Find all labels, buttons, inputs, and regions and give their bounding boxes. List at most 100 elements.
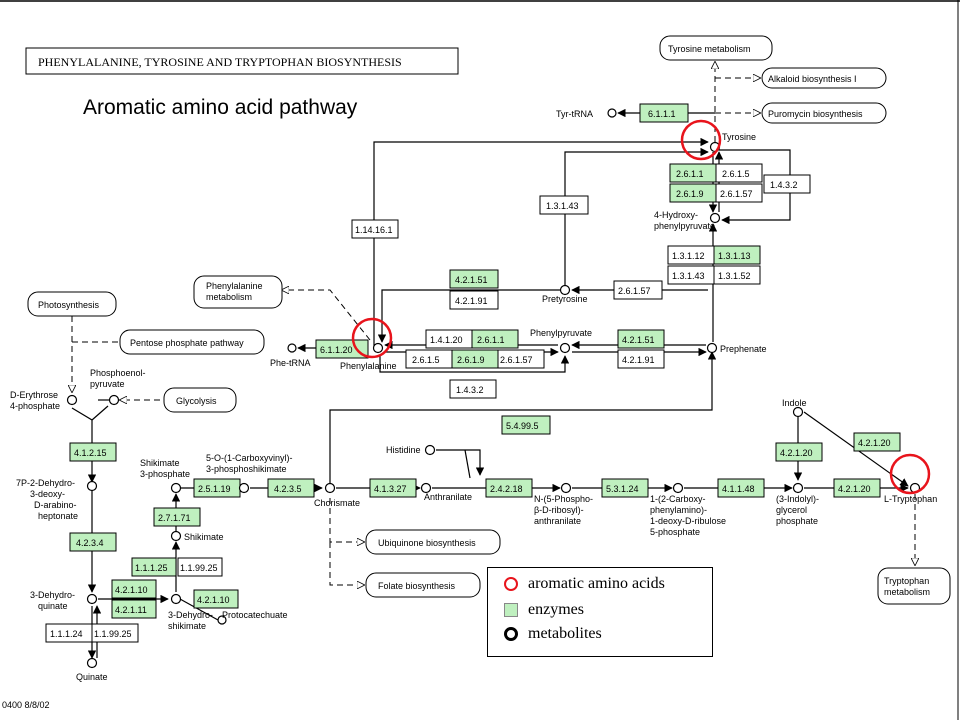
label-quinate: Quinate	[76, 672, 108, 682]
footer-date: 0400 8/8/02	[2, 700, 50, 710]
map-ubiquinone[interactable]: Ubiquinone biosynthesis	[378, 538, 476, 548]
map-trp-metabolism-2[interactable]: metabolism	[884, 587, 930, 597]
label-igp-3: phosphate	[776, 516, 818, 526]
title-box	[25, 47, 459, 75]
enzyme-6.1.1.20[interactable]: 6.1.1.20	[320, 345, 353, 355]
map-phe-metabolism-1[interactable]: Phenylalanine	[206, 281, 263, 291]
legend-row-metabolites: metabolites	[504, 624, 602, 644]
enzyme-2.6.1.5b[interactable]: 2.6.1.5	[412, 355, 440, 365]
enzyme-1.1.99.25b[interactable]: 1.1.99.25	[94, 629, 132, 639]
enzyme-4.1.3.27[interactable]: 4.1.3.27	[374, 484, 407, 494]
map-photosynthesis[interactable]: Photosynthesis	[38, 300, 100, 310]
enzyme-4.2.1.10a[interactable]: 4.2.1.10	[115, 585, 148, 595]
enzyme-4.2.1.20a[interactable]: 4.2.1.20	[780, 448, 813, 458]
enzyme-4.2.1.20c[interactable]: 4.2.1.20	[838, 484, 871, 494]
label-pra-3: anthranilate	[534, 516, 581, 526]
label-shikimate: Shikimate	[184, 532, 224, 542]
legend-aromatic-label: aromatic amino acids	[528, 575, 665, 592]
enzyme-4.2.1.91b[interactable]: 4.2.1.91	[622, 355, 655, 365]
label-cdrp-4: 5-phosphate	[650, 527, 700, 537]
label-s3p-2: 3-phosphate	[140, 469, 190, 479]
enzyme-1.4.3.2b[interactable]: 1.4.3.2	[456, 385, 484, 395]
label-indole: Indole	[782, 398, 807, 408]
enzyme-2.6.1.9b[interactable]: 2.6.1.9	[457, 355, 485, 365]
enzyme-2.6.1.57b[interactable]: 2.6.1.57	[618, 286, 651, 296]
enzyme-boxes[interactable]: 6.1.1.1 2.6.1.1 2.6.1.5 2.6.1.9 2.6.1.57…	[45, 103, 901, 643]
enzyme-2.6.1.57c[interactable]: 2.6.1.57	[500, 355, 533, 365]
label-igp-1: (3-Indolyl)-	[776, 494, 819, 504]
map-folate[interactable]: Folate biosynthesis	[378, 581, 456, 591]
map-glycolysis[interactable]: Glycolysis	[176, 396, 217, 406]
enzyme-4.1.1.48[interactable]: 4.1.1.48	[722, 484, 755, 494]
label-tyr-trna: Tyr-tRNA	[556, 109, 593, 119]
label-phe-trna: Phe-tRNA	[270, 358, 311, 368]
label-dahp-2: 3-deoxy-	[30, 489, 65, 499]
enzyme-1.14.16.1[interactable]: 1.14.16.1	[355, 225, 393, 235]
enzyme-4.1.2.15[interactable]: 4.1.2.15	[74, 448, 107, 458]
enzyme-5.3.1.24[interactable]: 5.3.1.24	[606, 484, 639, 494]
enzyme-1.4.1.20[interactable]: 1.4.1.20	[430, 335, 463, 345]
highlight-phenylalanine	[351, 317, 393, 359]
enzyme-4.2.1.51b[interactable]: 4.2.1.51	[622, 335, 655, 345]
legend-row-aromatic: aromatic amino acids	[504, 574, 665, 594]
enzyme-2.5.1.19[interactable]: 2.5.1.19	[198, 484, 231, 494]
legend-metabolites-label: metabolites	[528, 625, 602, 642]
legend-row-enzymes: enzymes	[504, 600, 584, 620]
black-ring-icon	[504, 627, 518, 641]
enzyme-1.3.1.13[interactable]: 1.3.1.13	[718, 251, 751, 261]
label-dahp-4: heptonate	[38, 511, 78, 521]
enzyme-6.1.1.1[interactable]: 6.1.1.1	[648, 109, 676, 119]
enzyme-1.3.1.52[interactable]: 1.3.1.52	[718, 271, 751, 281]
compound-nodes	[66, 108, 921, 669]
enzyme-1.3.1.43[interactable]: 1.3.1.43	[546, 201, 579, 211]
overlay-title: Aromatic amino acid pathway	[83, 96, 358, 119]
map-puromycin[interactable]: Puromycin biosynthesis	[768, 109, 863, 119]
map-tyrosine-metabolism[interactable]: Tyrosine metabolism	[668, 44, 751, 54]
map-phe-metabolism-2[interactable]: metabolism	[206, 292, 252, 302]
label-dhs-1: 3-Dehydro-	[168, 610, 213, 620]
enzyme-2.6.1.1b[interactable]: 2.6.1.1	[477, 335, 505, 345]
label-dahp-3: D-arabino-	[34, 500, 77, 510]
label-cdrp-3: 1-deoxy-D-ribulose	[650, 516, 726, 526]
enzyme-4.2.3.5[interactable]: 4.2.3.5	[274, 484, 302, 494]
enzyme-4.2.3.4[interactable]: 4.2.3.4	[76, 538, 104, 548]
highlight-tryptophan	[889, 453, 931, 495]
label-dhs-2: shikimate	[168, 621, 206, 631]
label-epsp-2: 3-phosphoshikimate	[206, 464, 287, 474]
enzyme-1.3.1.12[interactable]: 1.3.1.12	[672, 251, 705, 261]
enzyme-1.1.1.25[interactable]: 1.1.1.25	[135, 563, 168, 573]
map-alkaloid[interactable]: Alkaloid biosynthesis I	[768, 74, 857, 84]
label-igp-2: glycerol	[776, 505, 807, 515]
label-s3p-1: Shikimate	[140, 458, 180, 468]
label-cdrp-1: 1-(2-Carboxy-	[650, 494, 706, 504]
enzyme-2.4.2.18[interactable]: 2.4.2.18	[490, 484, 523, 494]
enzyme-2.6.1.9[interactable]: 2.6.1.9	[676, 189, 704, 199]
enzyme-4.2.1.51a[interactable]: 4.2.1.51	[455, 275, 488, 285]
label-pep-1: Phosphoenol-	[90, 368, 146, 378]
enzyme-2.6.1.5[interactable]: 2.6.1.5	[722, 169, 750, 179]
map-pentose[interactable]: Pentose phosphate pathway	[130, 338, 244, 348]
enzyme-4.2.1.91a[interactable]: 4.2.1.91	[455, 296, 488, 306]
label-pra-1: N-(5-Phospho-	[534, 494, 593, 504]
enzyme-4.2.1.11[interactable]: 4.2.1.11	[115, 605, 147, 615]
enzyme-2.6.1.1[interactable]: 2.6.1.1	[676, 169, 704, 179]
label-e4p-2: 4-phosphate	[10, 401, 60, 411]
label-dahp-1: 7P-2-Dehydro-	[16, 478, 75, 488]
map-trp-metabolism-1[interactable]: Tryptophan	[884, 576, 929, 586]
enzyme-1.1.99.25[interactable]: 1.1.99.25	[180, 563, 218, 573]
legend-enzymes-label: enzymes	[528, 601, 584, 618]
enzyme-2.6.1.57[interactable]: 2.6.1.57	[720, 189, 753, 199]
label-prephenate: Prephenate	[720, 344, 767, 354]
enzyme-4.2.1.20b[interactable]: 4.2.1.20	[858, 438, 891, 448]
enzyme-1.3.1.43b[interactable]: 1.3.1.43	[672, 271, 705, 281]
label-dhq-1: 3-Dehydro-	[30, 590, 75, 600]
enzyme-4.2.1.10b[interactable]: 4.2.1.10	[197, 595, 230, 605]
enzyme-1.1.1.24[interactable]: 1.1.1.24	[50, 629, 83, 639]
label-pretyrosine: Pretyrosine	[542, 294, 588, 304]
legend: aromatic amino acids enzymes metabolites	[487, 567, 713, 657]
enzyme-2.7.1.71[interactable]: 2.7.1.71	[158, 513, 191, 523]
enzyme-5.4.99.5[interactable]: 5.4.99.5	[506, 421, 539, 431]
enzyme-1.4.3.2[interactable]: 1.4.3.2	[770, 180, 798, 190]
label-cdrp-2: phenylamino)-	[650, 505, 707, 515]
